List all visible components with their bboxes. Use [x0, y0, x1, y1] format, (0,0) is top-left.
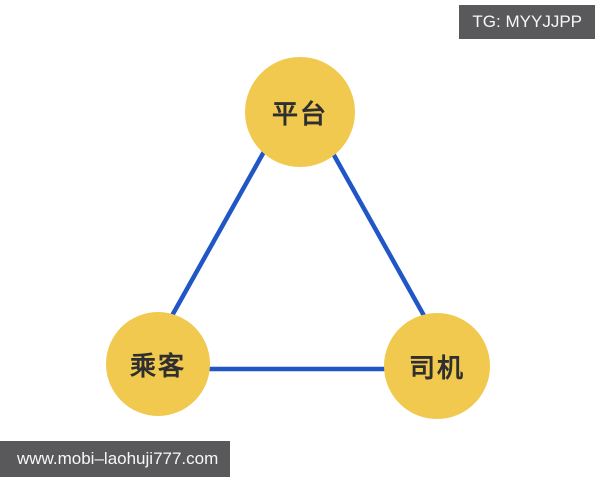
node-driver-label: 司机 [408, 352, 465, 383]
node-platform: 平台 [245, 57, 355, 167]
telegram-watermark: TG: MYYJJPP [459, 5, 595, 39]
website-watermark-text: www.mobi–laohuji777.com [17, 449, 219, 468]
node-driver: 司机 [384, 313, 490, 419]
node-platform-label: 平台 [271, 98, 328, 129]
website-watermark: www.mobi–laohuji777.com [0, 441, 230, 477]
telegram-watermark-text: TG: MYYJJPP [472, 12, 582, 31]
node-passenger: 乘客 [106, 312, 210, 416]
node-passenger-label: 乘客 [129, 350, 186, 381]
